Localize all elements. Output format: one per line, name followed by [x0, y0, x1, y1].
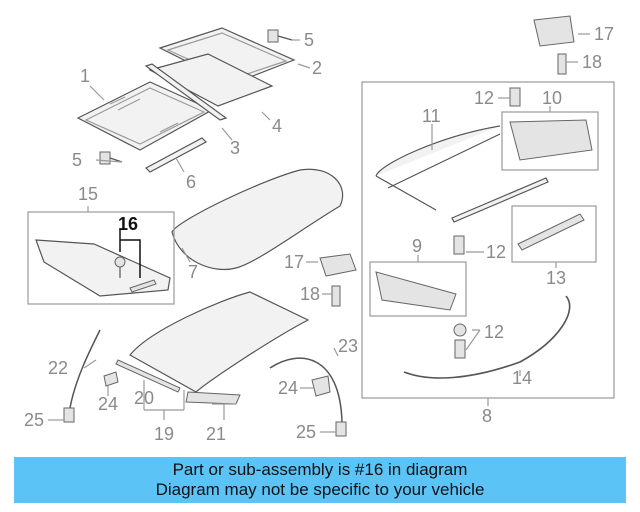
bolt-12-low — [454, 339, 466, 359]
bracket-16-housing — [35, 239, 171, 297]
callout-25-right: 25 — [296, 422, 316, 442]
drain-hose-22 — [69, 329, 101, 409]
callout-22: 22 — [48, 358, 68, 378]
callout-11: 11 — [422, 106, 441, 126]
callout-16: 16 — [118, 214, 138, 234]
callout-6: 6 — [186, 172, 196, 192]
banner-line-disclaimer: Diagram may not be specific to your vehi… — [155, 480, 485, 499]
callout-10: 10 — [542, 88, 562, 108]
callout-4: 4 — [272, 116, 282, 136]
sunshade-rail — [115, 359, 181, 393]
clip-24-right — [311, 375, 331, 397]
drain-hose-23 — [269, 357, 343, 423]
bracket-9 — [375, 271, 457, 311]
bolt-12-mid — [453, 235, 465, 255]
grommet-25-right — [335, 421, 347, 437]
bolt-18-mid — [331, 285, 341, 307]
callout-8: 8 — [482, 406, 492, 426]
box-13 — [511, 205, 597, 263]
callout-21: 21 — [206, 424, 226, 444]
banner-line-part: Part or sub-assembly is #16 in diagram — [172, 460, 468, 479]
callout-7: 7 — [188, 262, 198, 282]
bolt-18-top — [557, 53, 567, 75]
cable-guide-13 — [517, 213, 585, 251]
glass-frame — [148, 53, 274, 107]
motor-17-top — [533, 15, 575, 47]
motor-17-mid — [319, 253, 357, 277]
rail-lower — [451, 177, 549, 223]
callout-20: 20 — [134, 388, 154, 408]
callout-5-lower: 5 — [72, 150, 82, 170]
callout-25-left: 25 — [24, 410, 44, 430]
clip-24-left — [103, 371, 119, 387]
part-info-banner: Part or sub-assembly is #16 in diagram D… — [14, 457, 626, 503]
sunshade — [129, 291, 310, 393]
washer-12 — [453, 323, 467, 337]
callout-12-top: 12 — [474, 88, 494, 108]
callout-15: 15 — [78, 184, 98, 204]
callout-19: 19 — [154, 424, 174, 444]
drive-cable-14 — [403, 295, 571, 379]
bolt-5-upper — [267, 29, 293, 43]
weather-strip — [145, 137, 207, 173]
clip-16 — [129, 279, 157, 293]
callout-2: 2 — [312, 58, 322, 78]
glass-panel — [76, 81, 214, 151]
callout-5-upper: 5 — [304, 30, 314, 50]
box-15 — [27, 211, 175, 305]
callout-23: 23 — [338, 336, 358, 356]
callout-12-low: 12 — [484, 322, 504, 342]
rail-11 — [375, 125, 501, 211]
guide-10 — [509, 119, 593, 161]
callout-9: 9 — [412, 236, 422, 256]
callout-3: 3 — [230, 138, 240, 158]
handle-21 — [185, 391, 241, 405]
grommet-25-left — [63, 407, 75, 423]
callout-24-left: 24 — [98, 394, 118, 414]
bolt-12-top — [509, 87, 521, 107]
callout-18-mid: 18 — [300, 284, 320, 304]
callout-18-top: 18 — [582, 52, 602, 72]
callout-17-mid: 17 — [284, 252, 304, 272]
callout-13: 13 — [546, 268, 566, 288]
sunroof-parts-diagram: 1 2 3 4 5 5 6 7 8 9 10 11 12 12 12 13 14… — [24, 15, 615, 444]
deflector-strip — [144, 63, 228, 121]
callout-24-right: 24 — [278, 378, 298, 398]
callout-1: 1 — [80, 66, 90, 86]
callout-17-top: 17 — [594, 24, 614, 44]
leader-lines — [48, 33, 590, 433]
drain-seal — [171, 168, 344, 271]
callout-14: 14 — [512, 368, 532, 388]
callout-12-mid: 12 — [486, 242, 506, 262]
screw-16 — [114, 256, 126, 278]
